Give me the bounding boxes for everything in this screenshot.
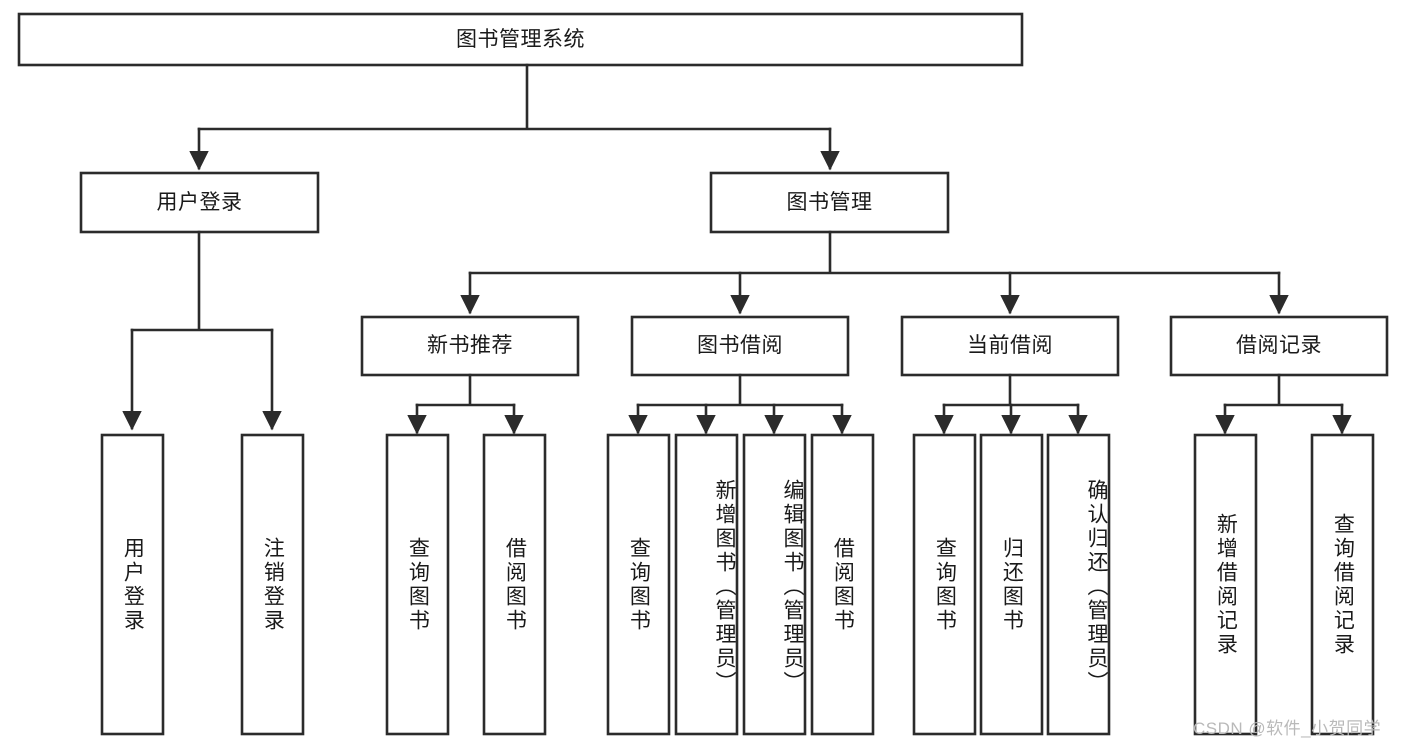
node-box-leaf-borrow-record-1[interactable] (1193, 433, 1258, 736)
connector-borrow-record-bus (1223, 373, 1344, 407)
node-box-leaf-user-login-1[interactable] (100, 433, 165, 736)
node-box-book-borrow[interactable] (630, 315, 850, 377)
node-box-leaf-new-book-2[interactable] (482, 433, 547, 736)
node-box-leaf-book-borrow-2[interactable] (674, 433, 739, 736)
node-box-leaf-book-borrow-4[interactable] (810, 433, 875, 736)
node-box-new-book[interactable] (360, 315, 580, 377)
node-box-leaf-current-borrow-1[interactable] (912, 433, 977, 736)
node-box-user-login[interactable] (79, 171, 320, 234)
node-box-leaf-current-borrow-2[interactable] (979, 433, 1044, 736)
node-box-leaf-current-borrow-3[interactable] (1046, 433, 1111, 736)
node-box-leaf-borrow-record-2[interactable] (1310, 433, 1375, 736)
connector-root-bus (197, 63, 832, 131)
node-box-current-borrow[interactable] (900, 315, 1120, 377)
connector-user-login-bus (130, 230, 274, 332)
node-box-borrow-record[interactable] (1169, 315, 1389, 377)
csdn-watermark: CSDN @软件_小贺同学 (1193, 719, 1382, 738)
connector-book-borrow-bus (636, 373, 844, 407)
connector-current-borrow-bus (942, 373, 1080, 407)
node-box-book-manage[interactable] (709, 171, 950, 234)
node-box-leaf-book-borrow-1[interactable] (606, 433, 671, 736)
connector-new-book-bus (415, 373, 516, 407)
node-box-leaf-book-borrow-3[interactable] (742, 433, 807, 736)
node-box-root[interactable] (17, 12, 1024, 67)
node-box-leaf-user-login-2[interactable] (240, 433, 305, 736)
connector-book-manage-bus (468, 230, 1281, 275)
node-box-leaf-new-book-1[interactable] (385, 433, 450, 736)
